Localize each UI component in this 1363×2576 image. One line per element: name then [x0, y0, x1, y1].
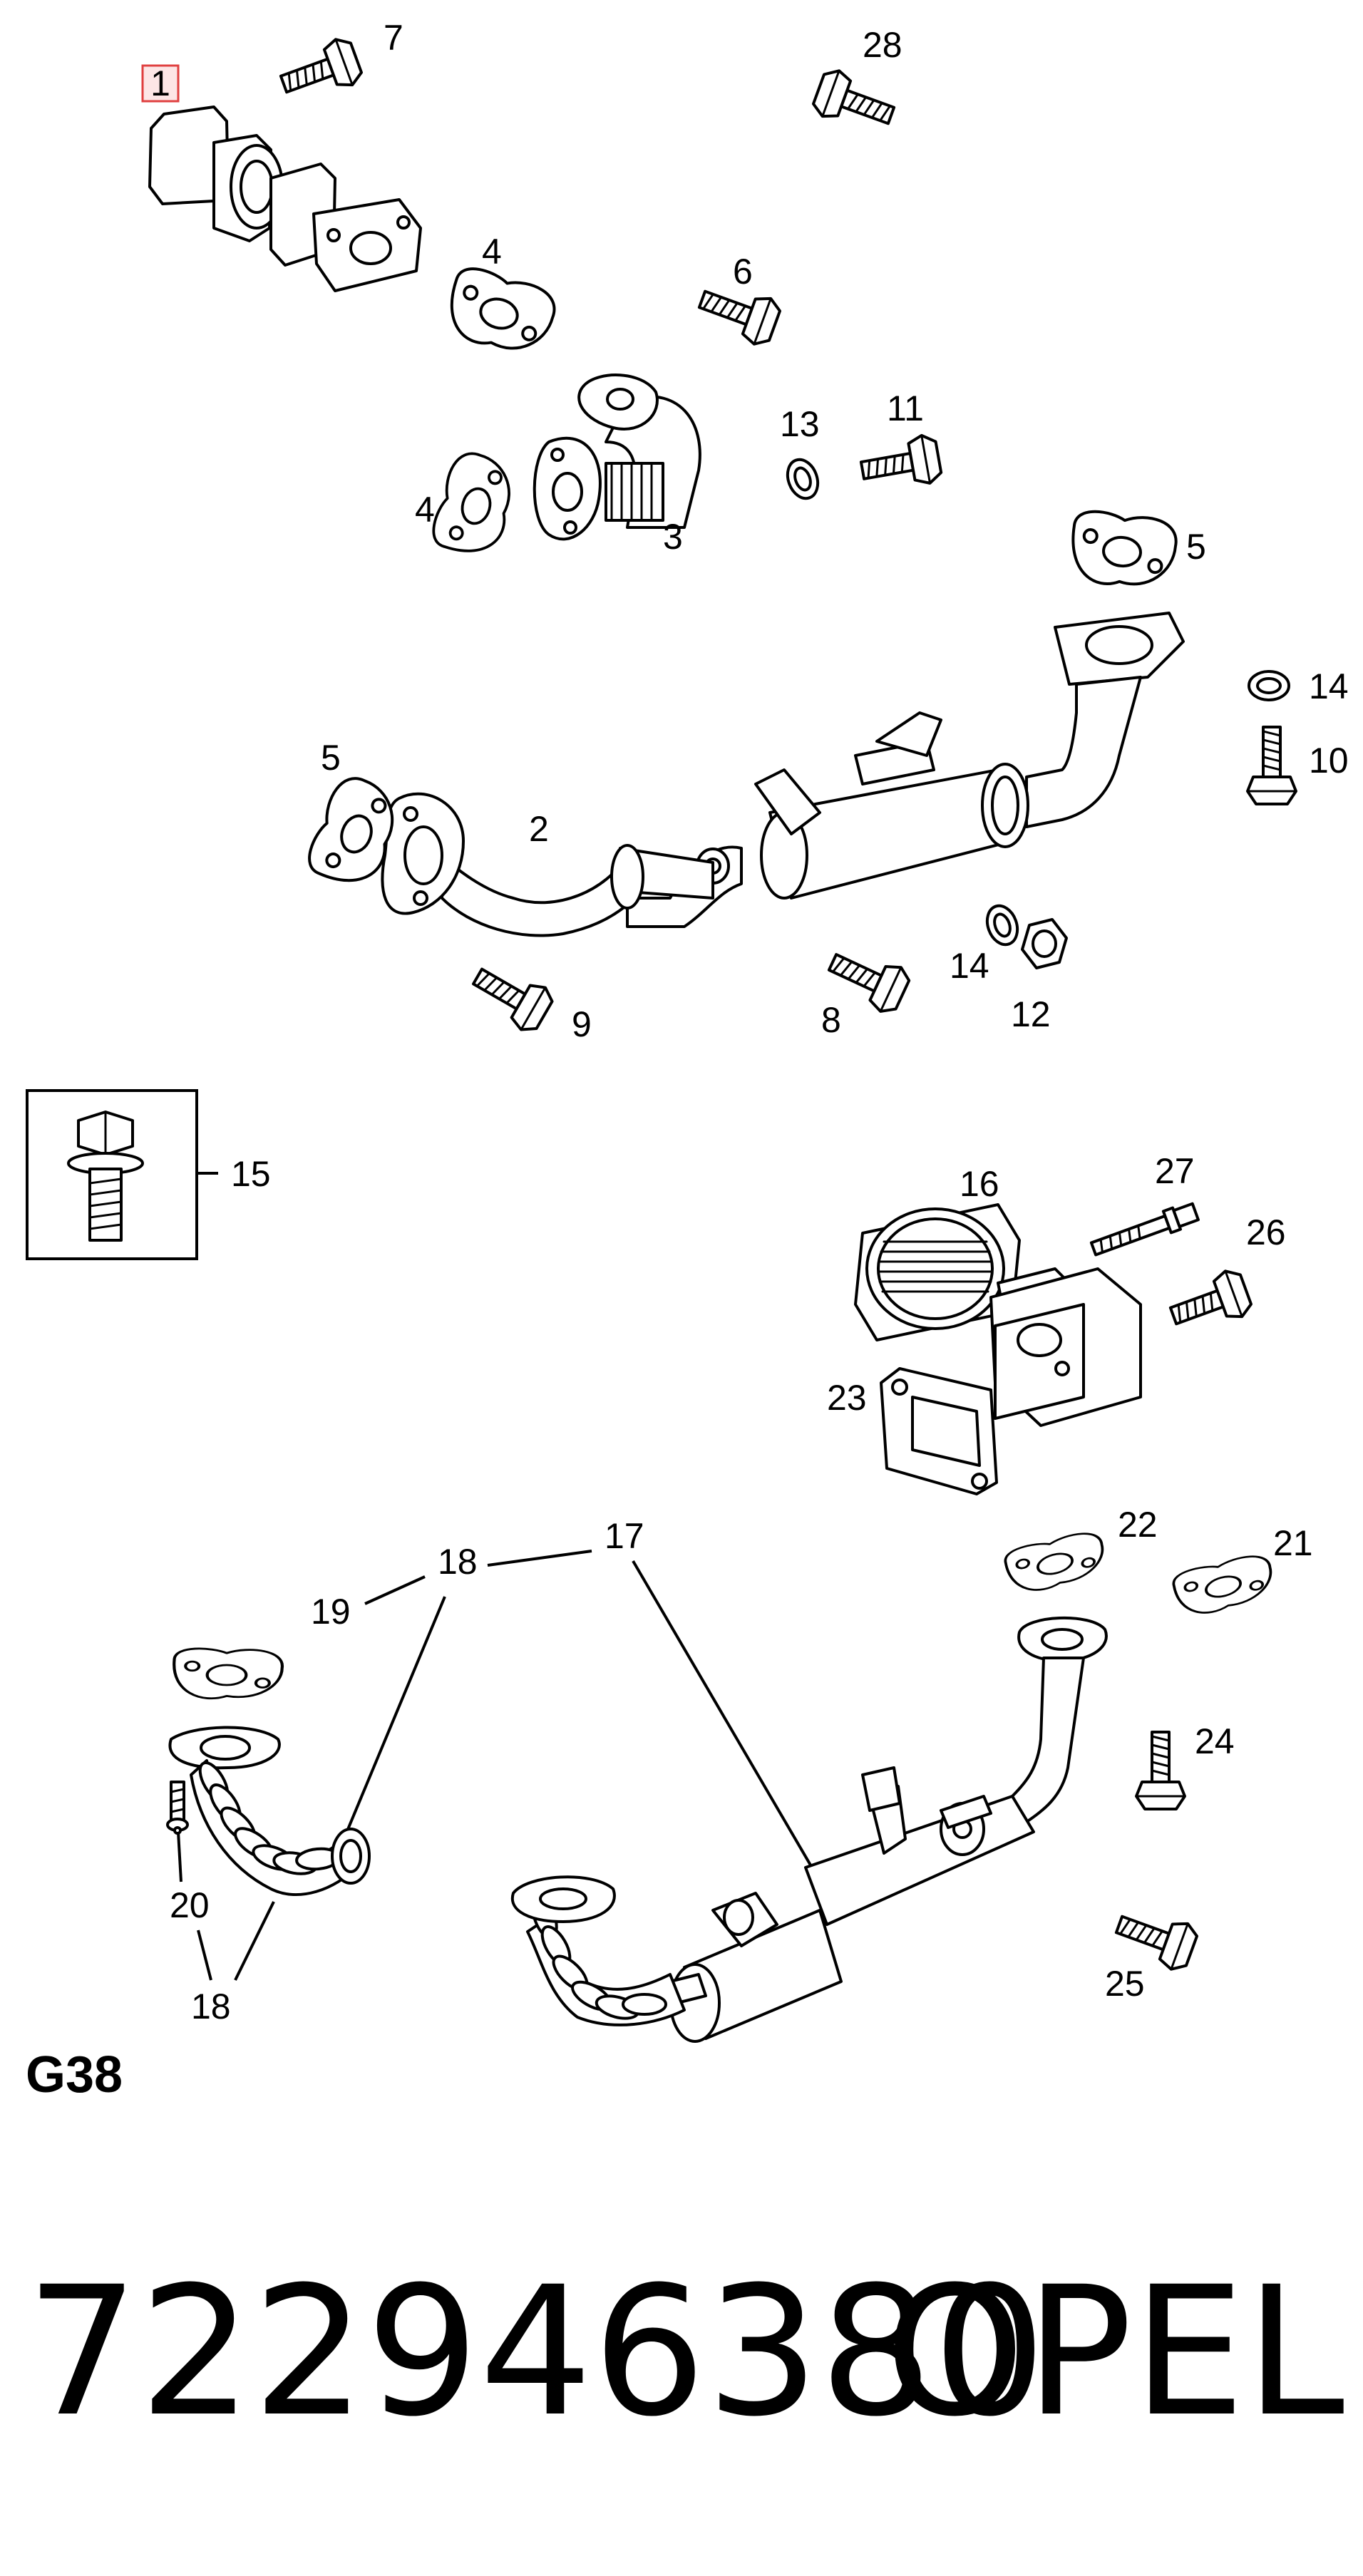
callout-4-lower: 4	[415, 490, 435, 530]
gasket-5-right	[1067, 508, 1180, 592]
bolt-15	[67, 1111, 144, 1242]
callout-19: 19	[311, 1592, 351, 1632]
egr-valve	[148, 105, 422, 292]
bolt-20	[166, 1781, 189, 1835]
callout-8: 8	[821, 1000, 841, 1040]
egr-hose-18-small	[168, 1726, 371, 1896]
part-number: 722946380	[26, 2248, 1046, 2456]
leader-18-lower-b	[234, 1901, 275, 1981]
bolt-26	[1163, 1265, 1256, 1340]
bolt-28	[808, 65, 901, 140]
callout-5-left: 5	[321, 738, 341, 778]
gasket-4-upper	[441, 262, 562, 361]
bolt-24	[1135, 1731, 1186, 1810]
callout-14-right: 14	[1309, 666, 1349, 706]
callout-26: 26	[1246, 1212, 1286, 1252]
callout-10: 10	[1309, 741, 1349, 780]
callout-9: 9	[572, 1004, 592, 1044]
bolt-25	[1109, 1900, 1202, 1975]
callout-27: 27	[1155, 1151, 1195, 1191]
callout-18-upper: 18	[438, 1542, 478, 1582]
leader-18-lower-a	[197, 1930, 212, 1981]
callout-20: 20	[170, 1885, 210, 1925]
leader-17-18	[487, 1550, 592, 1567]
egr-cooler-2	[381, 612, 1185, 937]
bolt-10	[1246, 726, 1297, 805]
bolt-9	[464, 954, 558, 1038]
gasket-23	[880, 1367, 998, 1495]
callout-6: 6	[733, 252, 753, 292]
leader-18-hose	[344, 1596, 446, 1837]
callout-14-lower: 14	[950, 946, 989, 986]
leader-18-19	[364, 1575, 426, 1605]
callout-16: 16	[960, 1164, 999, 1204]
callout-1: 1	[150, 63, 170, 103]
callout-2: 2	[529, 809, 549, 849]
gasket-4-lower	[428, 446, 522, 562]
callout-21: 21	[1273, 1523, 1313, 1563]
callout-4-upper: 4	[482, 232, 502, 272]
bolt-27	[1089, 1202, 1200, 1257]
bolt-7	[274, 34, 366, 108]
leader-20	[177, 1831, 182, 1882]
washer-13	[781, 453, 825, 505]
gasket-19	[174, 1649, 282, 1699]
washer-14-lower	[980, 900, 1024, 951]
nut-12	[1021, 918, 1068, 969]
gasket-21	[1169, 1548, 1279, 1622]
callout-11: 11	[887, 388, 924, 428]
washer-14-right	[1248, 670, 1290, 701]
callout-28: 28	[863, 25, 902, 65]
callout-15: 15	[231, 1154, 271, 1194]
egr-cooler-17	[510, 1616, 1108, 2043]
leader-17-cooler	[632, 1560, 838, 1912]
gasket-22	[1001, 1525, 1111, 1599]
bolt-11	[857, 431, 945, 496]
callout-5-right: 5	[1186, 527, 1206, 567]
callout-7: 7	[384, 18, 403, 58]
egr-pipe-3	[533, 373, 701, 541]
egr-valve-16	[854, 1203, 1142, 1427]
callout-22: 22	[1118, 1505, 1158, 1545]
callout-23: 23	[827, 1378, 867, 1418]
callout-13: 13	[780, 404, 820, 444]
callout-18-lower: 18	[191, 1987, 231, 2026]
callout-25: 25	[1105, 1964, 1145, 2004]
callout-1-highlight	[141, 64, 180, 103]
callout-3: 3	[663, 517, 683, 557]
callout-24: 24	[1195, 1721, 1235, 1761]
callout-12: 12	[1011, 994, 1051, 1034]
brand-name: OPEL	[885, 2248, 1344, 2456]
section-code: G38	[26, 2046, 123, 2103]
callout-17: 17	[605, 1516, 644, 1556]
